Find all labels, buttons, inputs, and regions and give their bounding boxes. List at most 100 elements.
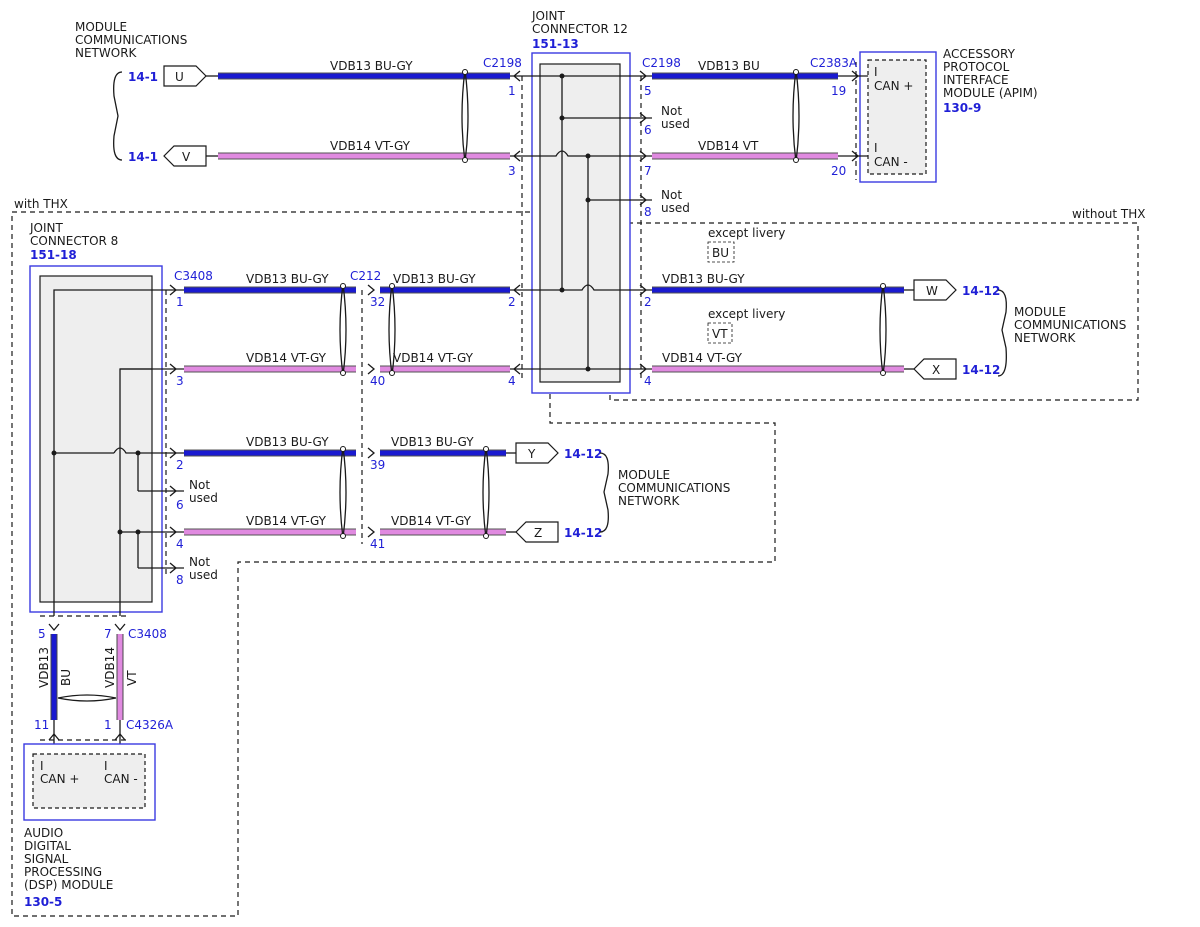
- wire-label-vt-vertical: VT: [125, 670, 139, 686]
- mcn-right-brace: [997, 289, 1007, 377]
- pin-2-c3408: 2: [176, 458, 184, 472]
- twist-row56-a: [339, 446, 347, 539]
- c3408-pin6-arrow: [169, 485, 178, 497]
- twist-row34-c-bottom: [880, 370, 886, 376]
- not-used-c3408-pin6: Not used: [189, 478, 218, 505]
- jc12-pin4-right-arrow: [639, 363, 648, 375]
- connector-c3408-top: C3408: [174, 269, 213, 283]
- dsp-ref: 130-5: [24, 895, 62, 909]
- connector-c3408-bottom: C3408: [128, 627, 167, 641]
- jc8-row5-right: [113, 447, 184, 454]
- c212-pin32-arrow: [367, 284, 376, 296]
- twist-row56-b: [482, 446, 490, 539]
- pin-11-c4326a: 11: [34, 718, 49, 732]
- twist-dsp: [57, 694, 117, 702]
- dsp-label: AUDIO DIGITAL SIGNAL PROCESSING (DSP) MO…: [24, 826, 113, 892]
- offpage-x-connector: [913, 358, 957, 380]
- twist-row56-b-top: [483, 446, 489, 452]
- apim-inner: [867, 59, 927, 175]
- wire-label-apim-plus: VDB13 BU: [698, 59, 760, 73]
- pin-40-c212: 40: [370, 374, 385, 388]
- twist-row34-c: [879, 283, 887, 376]
- pin-5-c2198: 5: [644, 84, 652, 98]
- with-thx-region: [11, 211, 776, 917]
- wire-label-y: VDB13 BU-GY: [391, 435, 474, 449]
- wire-label-bu-vertical: BU: [59, 669, 73, 686]
- jc8-bus-plus: [53, 289, 152, 616]
- offpage-z-ref: 14-12: [564, 526, 602, 540]
- twist-row56-a-bottom: [340, 533, 346, 539]
- c212-pin40-arrow: [367, 363, 376, 375]
- wire-label-u: VDB13 BU-GY: [330, 59, 413, 73]
- pin-3-arrow: [512, 150, 521, 162]
- pin-8-c2198: 8: [644, 205, 652, 219]
- twist-row34-b: [388, 283, 396, 376]
- twist-row34-c-top: [880, 283, 886, 289]
- offpage-w-ref: 14-12: [962, 284, 1000, 298]
- offpage-x-letter: X: [932, 363, 940, 377]
- livery-bu-code: BU: [712, 246, 729, 260]
- pin-5-c3408: 5: [38, 627, 46, 641]
- offpage-y-connector: [515, 442, 559, 464]
- jc12-pin4-left-arrow: [512, 363, 521, 375]
- wire-label-x: VDB14 VT-GY: [662, 351, 743, 365]
- apim-ref: 130-9: [943, 101, 981, 115]
- offpage-w-letter: W: [926, 284, 938, 298]
- pin-3-c3408: 3: [176, 374, 184, 388]
- mcn-mid-brace: [599, 452, 609, 533]
- twist-u-v-bottom: [462, 157, 468, 163]
- pin-6-c3408: 6: [176, 498, 184, 512]
- pin-3-c2198: 3: [508, 164, 516, 178]
- jc8-node-4: [135, 529, 141, 535]
- offpage-u-connector: [163, 65, 207, 87]
- twist-row34-a-top: [340, 283, 346, 289]
- pin-6-arrow: [639, 112, 648, 124]
- pin-1-c3408: 1: [176, 295, 184, 309]
- offpage-v-ref: 14-1: [128, 150, 158, 164]
- jc8-node-3: [117, 529, 123, 535]
- pin-7-c2198: 7: [644, 164, 652, 178]
- connector-c2198-right: C2198: [642, 56, 681, 70]
- dsp-i-plus: I: [40, 759, 44, 773]
- wire-label-apim-minus: VDB14 VT: [698, 139, 759, 153]
- c3408-pin1-arrow: [169, 284, 178, 296]
- mcn-mid-label: MODULE COMMUNICATIONS NETWORK: [618, 468, 734, 508]
- offpage-u-ref: 14-1: [128, 70, 158, 84]
- jc12-row2: [532, 150, 630, 157]
- pin-7-c3408: 7: [104, 627, 112, 641]
- jc12-label: JOINT CONNECTOR 12: [531, 9, 628, 36]
- wire-label-row6a: VDB14 VT-GY: [246, 514, 327, 528]
- c3408-pin2-arrow: [169, 447, 178, 459]
- wire-label-z: VDB14 VT-GY: [391, 514, 472, 528]
- connector-c2198-left: C2198: [483, 56, 522, 70]
- twist-u-v-top: [462, 69, 468, 75]
- apim-i-minus: I: [874, 141, 878, 155]
- except-livery-bu: except livery: [708, 226, 785, 240]
- connector-c212: C212: [350, 269, 381, 283]
- pin-39-c212: 39: [370, 458, 385, 472]
- jc8-node-1: [51, 450, 57, 456]
- pin-7-arrow: [639, 150, 648, 162]
- twist-apim-bottom: [793, 157, 799, 163]
- wire-label-vdb13-vertical: VDB13: [37, 647, 51, 688]
- pin-4-jc12-left: 4: [508, 374, 516, 388]
- offpage-v-letter: V: [182, 150, 191, 164]
- offpage-v-connector: [163, 145, 207, 167]
- offpage-u-letter: U: [175, 70, 184, 84]
- c212-pin41-arrow: [367, 526, 376, 538]
- without-thx-label: without THX: [1072, 207, 1146, 221]
- pin-1-c2198: 1: [508, 84, 516, 98]
- apim-can-minus: CAN -: [874, 155, 908, 169]
- pin-8-c3408: 8: [176, 573, 184, 587]
- twist-apim-top: [793, 69, 799, 75]
- mcn-top-brace: [113, 71, 123, 161]
- twist-row34-a-bottom: [340, 370, 346, 376]
- jc8-label: JOINT CONNECTOR 8: [29, 221, 118, 248]
- livery-bu-box: [707, 241, 735, 263]
- jc12-node-2: [559, 115, 565, 121]
- twist-u-v: [461, 69, 469, 163]
- not-used-pin-6: Not used: [661, 104, 690, 131]
- wire-label-v: VDB14 VT-GY: [330, 139, 411, 153]
- jc12-row2b: [532, 284, 630, 291]
